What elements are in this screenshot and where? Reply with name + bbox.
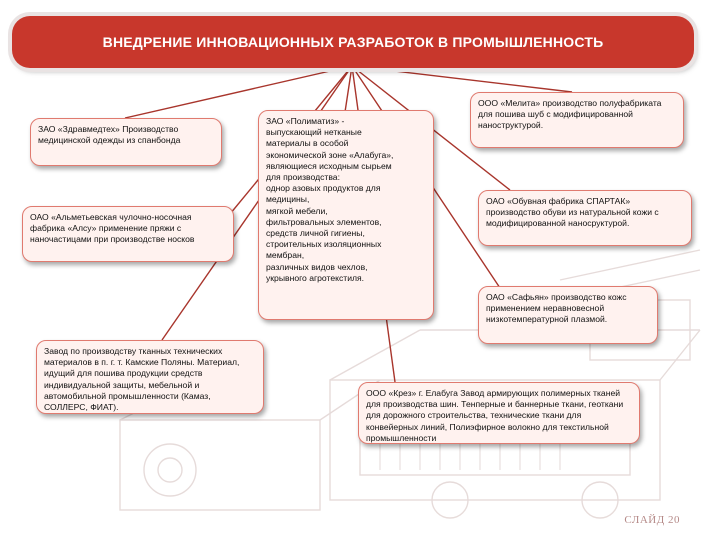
- node-spartak: ОАО «Обувная фабрика СПАРТАК» производст…: [478, 190, 692, 246]
- node-zdravmedteh: ЗАО «Здравмедтех» Производство медицинск…: [30, 118, 222, 166]
- title-banner: ВНЕДРЕНИЕ ИННОВАЦИОННЫХ РАЗРАБОТОК В ПРО…: [12, 16, 694, 68]
- node-kama: Завод по производству тканных технически…: [36, 340, 264, 414]
- node-kreiz: ООО «Крез» г. Елабуга Завод армирующих п…: [358, 382, 640, 444]
- node-safyan: ОАО «Сафьян» производство кожс применени…: [478, 286, 658, 344]
- connector-zdravmedteh: [124, 65, 353, 119]
- slide-number: СЛАЙД 20: [624, 514, 680, 526]
- node-melita: ООО «Мелита» производство полуфабриката …: [470, 92, 684, 148]
- connector-polimatiz: [344, 65, 353, 113]
- node-polimatiz: ЗАО «Полиматиз» - выпускающий нетканые м…: [258, 110, 434, 320]
- node-alsu: ОАО «Альметьевская чулочно-носочная фабр…: [22, 206, 234, 262]
- connector-melita: [351, 65, 573, 93]
- page-title: ВНЕДРЕНИЕ ИННОВАЦИОННЫХ РАЗРАБОТОК В ПРО…: [102, 34, 604, 50]
